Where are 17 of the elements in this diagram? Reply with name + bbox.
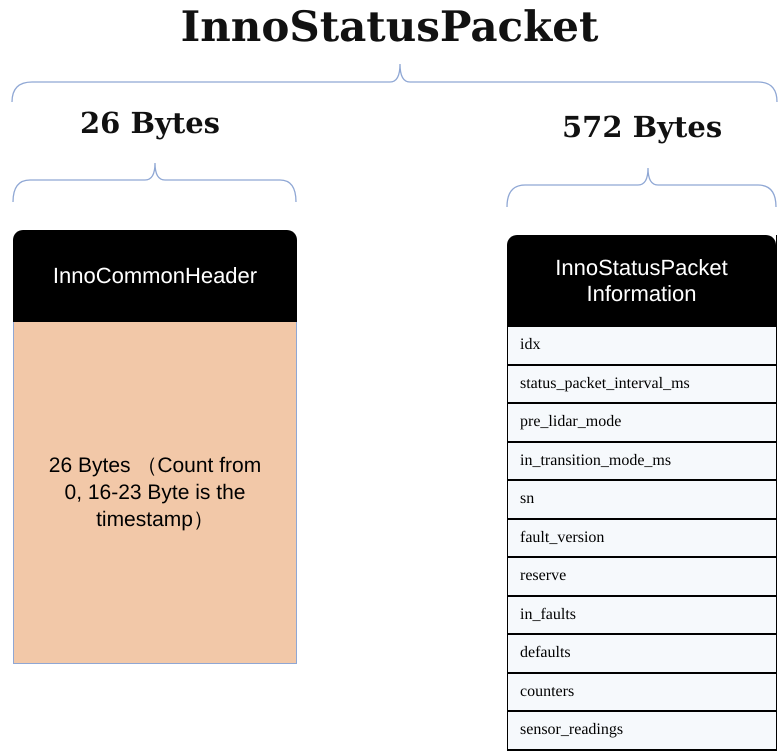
table-row: fault_version xyxy=(507,520,776,558)
size-label: 26 Bytes xyxy=(80,106,220,140)
field-block: 26 Bytes （Count from 0, 16-23 Byte is the timestamp） xyxy=(13,322,297,664)
table-row: sensor_readings xyxy=(507,712,776,750)
table-row: pre_lidar_mode xyxy=(507,404,776,442)
table-row: counters xyxy=(507,674,776,712)
table-row: status_packet_interval_ms xyxy=(507,366,776,404)
table-row: in_transition_mode_ms xyxy=(507,442,776,481)
table-row: reserve xyxy=(507,558,776,596)
diagram-title: InnoStatusPacket xyxy=(180,2,600,51)
table-row: defaults xyxy=(507,635,776,674)
header-band: InnoStatusPacket Information xyxy=(507,235,776,327)
table-row: idx xyxy=(507,327,776,366)
size-label: 572 Bytes xyxy=(562,110,722,144)
table-row: sn xyxy=(507,481,776,520)
header-band: InnoCommonHeader xyxy=(13,230,297,322)
table-row: in_faults xyxy=(507,596,776,635)
